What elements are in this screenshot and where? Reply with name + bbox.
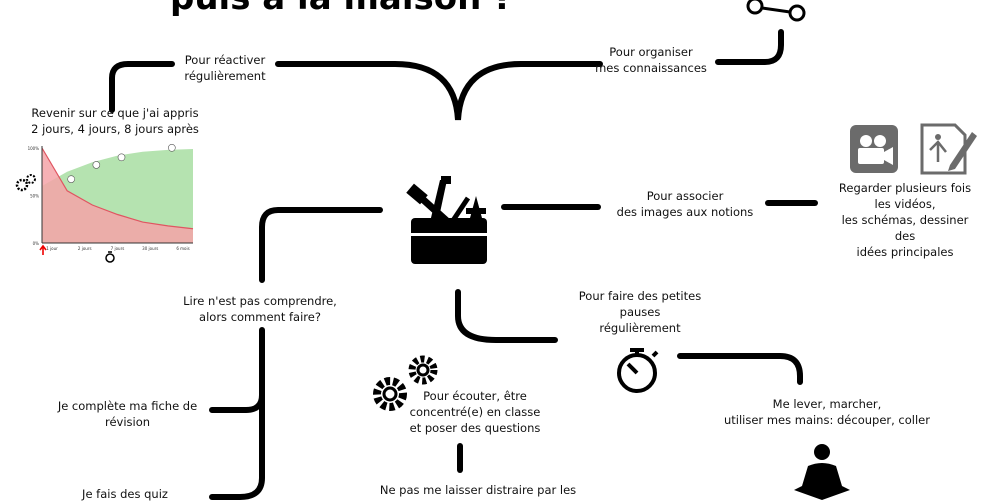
- chart-y-tick-label: 50%: [30, 194, 39, 199]
- connector-reactivate: [109, 61, 175, 113]
- chart-gear-icon: [15, 178, 29, 192]
- label-revisit: Revenir sur ce que j'ai appris 2 jours, …: [31, 106, 199, 136]
- chart-y-tick-label: 100%: [28, 146, 40, 151]
- video-camera-icon: [850, 125, 898, 173]
- label-watch: Regarder plusieurs fois les vidéos, les …: [838, 181, 972, 259]
- label-move: Me lever, marcher, utiliser mes mains: d…: [723, 397, 930, 427]
- chart-gear-icon: [26, 174, 36, 184]
- label-sheet: Je complète ma fiche de révision: [57, 399, 198, 429]
- chart-review-marker: [117, 153, 126, 162]
- connector-pauses: [455, 289, 558, 343]
- document-pen-icon: [920, 123, 977, 175]
- toolbox-icon: [406, 176, 487, 264]
- chart-y-tick-label: 0%: [33, 241, 40, 246]
- connector-organize: [715, 29, 784, 65]
- label-organize: Pour organiser mes connaissances: [595, 45, 707, 75]
- connector-reading: [259, 207, 383, 283]
- label-pauses: Pour faire des petites pauses régulièrem…: [578, 289, 702, 335]
- title-fragment: puis à la maison ?: [170, 0, 513, 18]
- chart-start-arrow: [39, 244, 47, 255]
- chart-x-tick-label: 2 jours: [78, 246, 92, 251]
- chart-x-tick-label: 1 jour: [46, 246, 58, 251]
- connector-sheet: [209, 392, 265, 413]
- chart-x-tick-label: 7 jours: [111, 246, 125, 251]
- chart-x-tick-label: 30 jours: [142, 246, 158, 251]
- chart-stopwatch-icon: [105, 253, 115, 263]
- chart-review-marker: [168, 144, 176, 152]
- connector-top-fork: [275, 61, 603, 121]
- label-reading: Lire n'est pas comprendre, alors comment…: [183, 294, 337, 324]
- chart-line-red: [41, 147, 194, 230]
- gears-icon: [373, 355, 438, 411]
- connector-move: [677, 353, 803, 385]
- chart-review-marker: [92, 161, 101, 169]
- meditation-icon: [794, 444, 850, 500]
- chart-area-red: [42, 148, 193, 243]
- connector-quiz: [209, 327, 265, 500]
- label-quiz: Je fais des quiz: [82, 487, 168, 501]
- network-icon: [746, 0, 806, 22]
- stopwatch-icon: [617, 348, 659, 393]
- label-reactivate: Pour réactiver régulièrement: [184, 53, 266, 83]
- label-distract: Ne pas me laisser distraire par les: [379, 483, 577, 497]
- chart-x-tick-label: 6 mois: [176, 246, 189, 251]
- label-associate: Pour associer des images aux notions: [616, 189, 754, 219]
- chart-review-marker: [67, 175, 75, 183]
- connectors: [109, 29, 818, 500]
- memory-chart: 100% 50% 0% 1 jour 2 jours 7 jours 30 jours 6 m…: [15, 144, 194, 263]
- label-listen: Pour écouter, être concentré(e) en class…: [409, 389, 541, 435]
